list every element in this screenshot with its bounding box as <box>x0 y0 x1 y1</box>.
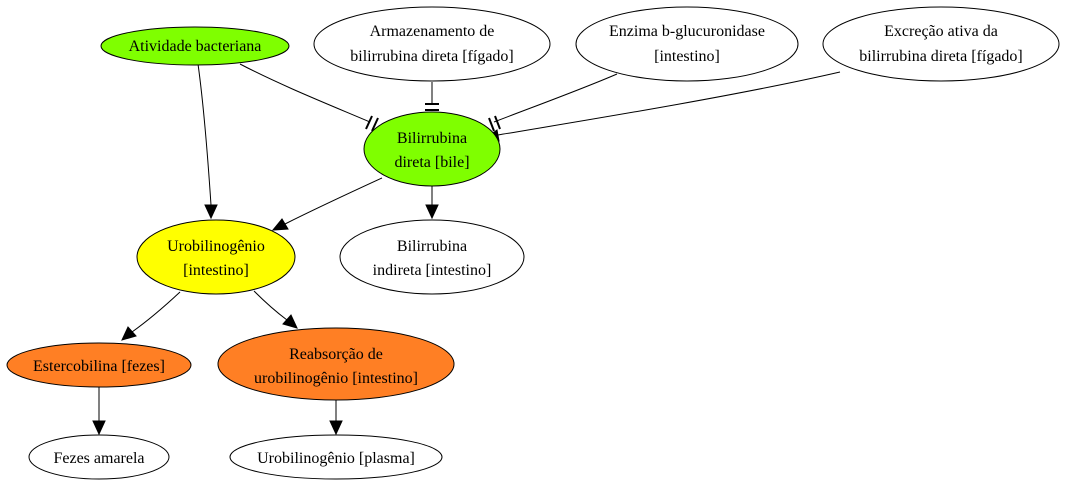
edge-urobilinogenio-activates-reabsorcao <box>253 290 298 329</box>
edge-estercobilina-activates-fezes <box>92 387 106 436</box>
edge-enzima-inhibits-bilirrubina-direta <box>488 73 618 132</box>
node-label-line: Excreção ativa da <box>884 23 998 40</box>
node-reabsorcao-urobilinogenio[interactable]: Reabsorção de urobilinogênio [intestino] <box>217 327 455 401</box>
node-atividade-bacteriana[interactable]: Atividade bacteriana <box>100 26 290 66</box>
edge-excrecao-activates-bilirrubina-direta <box>484 71 841 142</box>
node-label-line: Fezes amarela <box>53 450 144 467</box>
node-label-line: bilirrubina direta [fígado] <box>859 48 1023 65</box>
node-label-line: [intestino] <box>654 48 720 65</box>
node-bilirrubina-direta-bile[interactable]: Bilirrubina direta [bile] <box>363 111 501 187</box>
node-label-line: Bilirrubina <box>397 238 467 255</box>
node-estercobilina-fezes[interactable]: Estercobilina [fezes] <box>6 342 192 388</box>
node-urobilinogenio-intestino[interactable]: Urobilinogênio [intestino] <box>136 219 296 295</box>
node-label-line: Enzima b-glucuronidase <box>609 23 765 40</box>
svg-text:Estercobilina [fezes]: Estercobilina [fezes] <box>33 358 165 375</box>
edge-bilirrubina-direta-activates-urobilinogenio <box>271 177 383 231</box>
node-label-line: indireta [intestino] <box>373 262 492 279</box>
node-label-line: urobilinogênio [intestino] <box>254 370 418 387</box>
svg-text:Enzima b-glucuronidase[intesti: Enzima b-glucuronidase [intestino] <box>609 23 765 65</box>
node-label-line: Reabsorção de <box>289 346 383 363</box>
edge-atividade-activates-urobilinogenio <box>197 63 218 220</box>
node-label-line: Urobilinogênio [plasma] <box>257 450 415 467</box>
node-label-line: direta [bile] <box>394 154 469 171</box>
node-label-line: Bilirrubina <box>397 130 467 147</box>
node-enzima-b-glucuronidase[interactable]: Enzima b-glucuronidase [intestino] <box>575 6 799 82</box>
svg-text:Urobilinogênio [plasma]: Urobilinogênio [plasma] <box>257 450 415 467</box>
node-label-line: bilirrubina direta [fígado] <box>350 48 514 65</box>
node-excrecao-ativa-bilirrubina-direta[interactable]: Excreção ativa da bilirrubina direta [fíg… <box>822 6 1060 82</box>
node-fezes-amarela[interactable]: Fezes amarela <box>28 434 170 480</box>
edge-reabsorcao-activates-urobilinogenio-plasma <box>329 400 343 436</box>
node-label-line: Urobilinogênio <box>167 238 265 255</box>
edge-bilirrubina-direta-activates-bilirrubina-indireta <box>425 186 439 220</box>
node-urobilinogenio-plasma[interactable]: Urobilinogênio [plasma] <box>229 434 443 480</box>
nodes-layer: Atividade bacteriana Armazenamento de bil… <box>6 6 1060 480</box>
node-label-line: [intestino] <box>183 262 249 279</box>
edge-urobilinogenio-activates-estercobilina <box>121 291 181 341</box>
svg-text:Fezes amarela: Fezes amarela <box>53 450 144 467</box>
edge-armazenamento-inhibits-bilirrubina-direta <box>425 82 439 111</box>
node-label-line: Atividade bacteriana <box>129 38 262 55</box>
node-label-line: Estercobilina [fezes] <box>33 358 165 375</box>
svg-text:Atividade bacteriana: Atividade bacteriana <box>129 38 262 55</box>
node-armazenamento-bilirrubina-direta[interactable]: Armazenamento de bilirrubina direta [fíga… <box>313 6 551 82</box>
edge-atividade-inhibits-bilirrubina-direta <box>239 63 379 132</box>
node-bilirrubina-indireta-intestino[interactable]: Bilirrubina indireta [intestino] <box>339 219 525 295</box>
node-label-line: Armazenamento de <box>370 23 495 40</box>
svg-text:Urobilinogênio[intestino]: Urobilinogênio [intestino] <box>167 238 265 279</box>
